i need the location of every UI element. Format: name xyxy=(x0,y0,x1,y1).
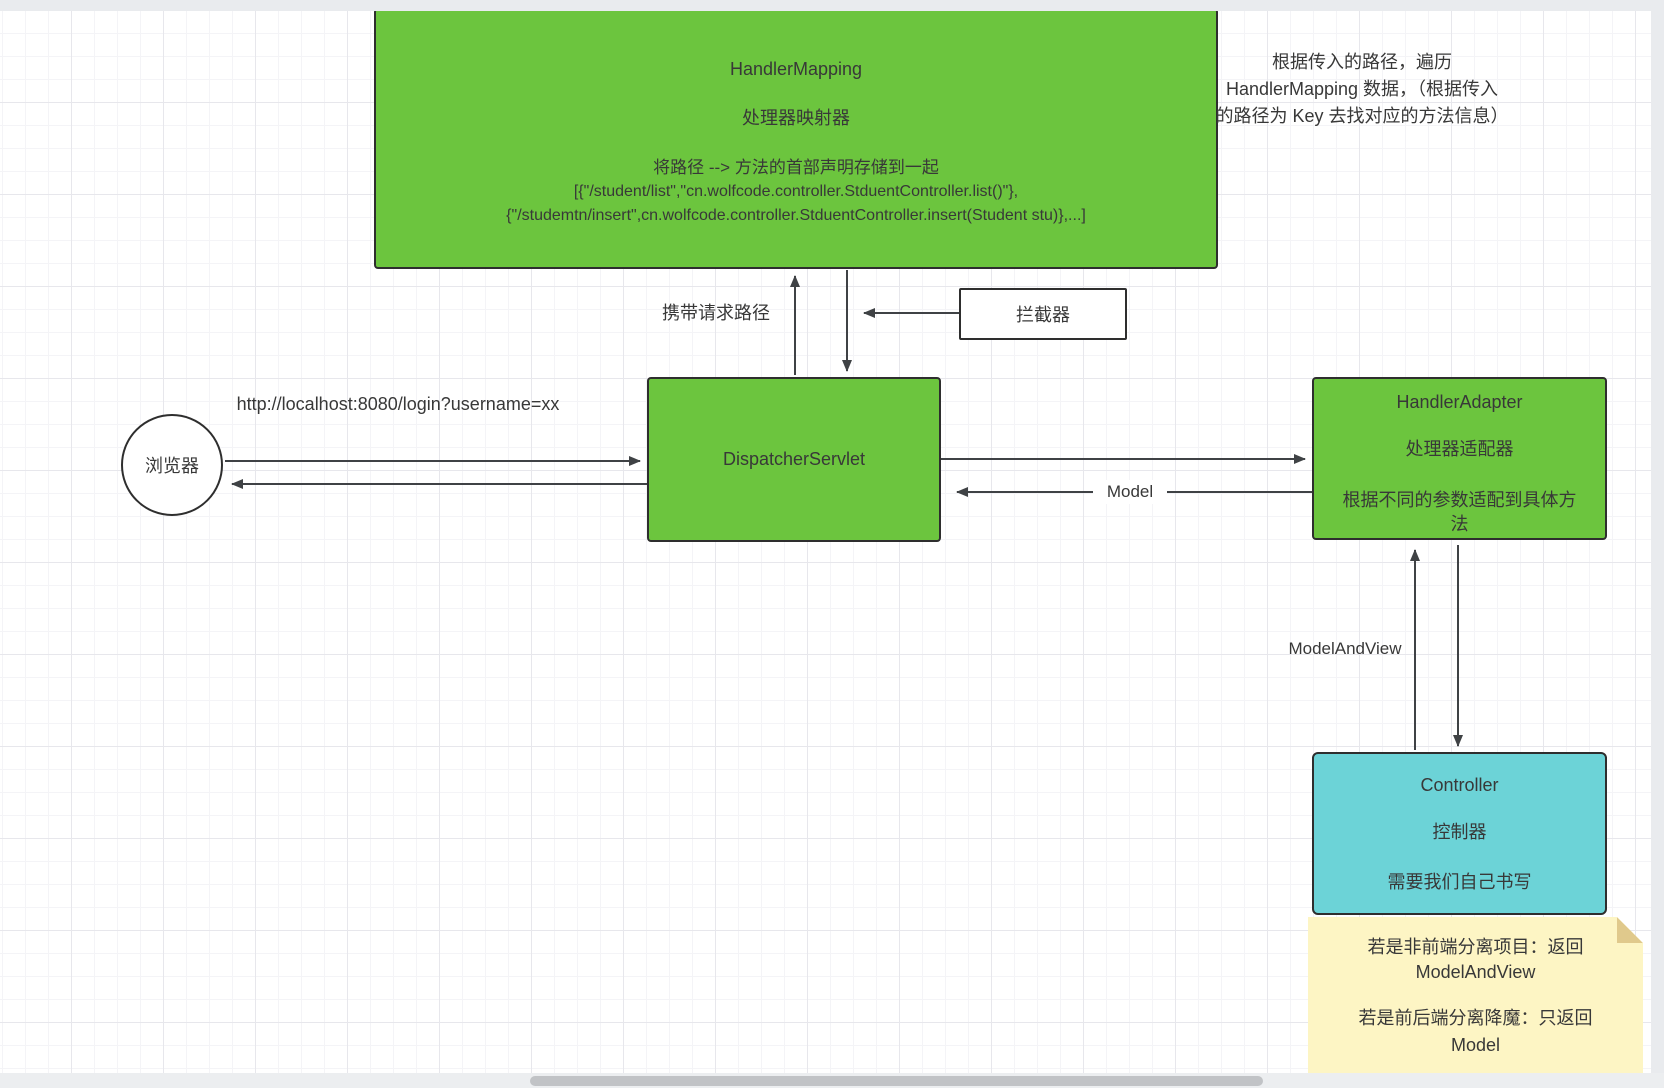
node-handler-adapter[interactable]: HandlerAdapter 处理器适配器 根据不同的参数适配到具体方 法 xyxy=(1312,377,1607,540)
handler-adapter-desc-line2: 法 xyxy=(1450,514,1469,534)
handler-adapter-desc-line1: 根据不同的参数适配到具体方 xyxy=(1342,490,1577,510)
horizontal-scrollbar-thumb[interactable] xyxy=(530,1076,1263,1086)
handler-mapping-desc: 将路径 --> 方法的首部声明存储到一起 xyxy=(653,158,939,177)
annotation-line1: 根据传入的路径，遍历 xyxy=(1272,52,1452,72)
model-label: Model xyxy=(1093,480,1167,504)
handler-adapter-subtitle: 处理器适配器 xyxy=(1405,439,1514,459)
note-line1: 若是非前端分离项目：返回 xyxy=(1367,937,1584,957)
carry-path-label: 携带请求路径 xyxy=(662,303,770,323)
canvas-top-edge xyxy=(0,0,1664,11)
annotation-line3: 的路径为 Key 去找对应的方法信息） xyxy=(1215,106,1509,126)
node-controller[interactable]: Controller 控制器 需要我们自己书写 xyxy=(1312,752,1607,915)
handler-mapping-annotation: 根据传入的路径，遍历 HandlerMapping 数据，（根据传入 的路径为 … xyxy=(1172,49,1552,130)
horizontal-scrollbar-track[interactable] xyxy=(0,1073,1664,1088)
handler-mapping-subtitle: 处理器映射器 xyxy=(742,108,850,128)
dispatcher-servlet-title: DispatcherServlet xyxy=(722,449,866,469)
node-dispatcher-servlet[interactable]: DispatcherServlet xyxy=(647,377,941,542)
node-handler-mapping[interactable]: HandlerMapping 处理器映射器 将路径 --> 方法的首部声明存储到… xyxy=(374,8,1218,269)
handler-mapping-code-line2: {"/studemtn/insert",cn.wolfcode.controll… xyxy=(506,207,1086,224)
url-label: http://localhost:8080/login?username=xx xyxy=(236,394,560,414)
note-line2: ModelAndView xyxy=(1415,962,1536,982)
node-browser[interactable]: 浏览器 xyxy=(121,414,223,516)
controller-subtitle: 控制器 xyxy=(1432,822,1487,842)
interceptor-label: 拦截器 xyxy=(1016,305,1070,325)
controller-desc: 需要我们自己书写 xyxy=(1387,872,1532,892)
note-line4: Model xyxy=(1450,1035,1501,1055)
note-line3: 若是前后端分离降魔：只返回 xyxy=(1358,1008,1593,1028)
node-interceptor[interactable]: 拦截器 xyxy=(959,288,1127,340)
handler-mapping-code-line1: [{"/student/list","cn.wolfcode.controlle… xyxy=(573,183,1019,200)
canvas-right-edge xyxy=(1651,0,1664,1088)
controller-title: Controller xyxy=(1420,775,1499,795)
browser-label: 浏览器 xyxy=(145,456,199,476)
handler-adapter-title: HandlerAdapter xyxy=(1396,392,1523,412)
model-and-view-label: ModelAndView xyxy=(1288,639,1402,658)
handler-mapping-title: HandlerMapping xyxy=(729,59,863,79)
note-return-types[interactable]: 若是非前端分离项目：返回 ModelAndView 若是前后端分离降魔：只返回 … xyxy=(1308,917,1643,1073)
annotation-line2: HandlerMapping 数据，（根据传入 xyxy=(1225,79,1499,99)
